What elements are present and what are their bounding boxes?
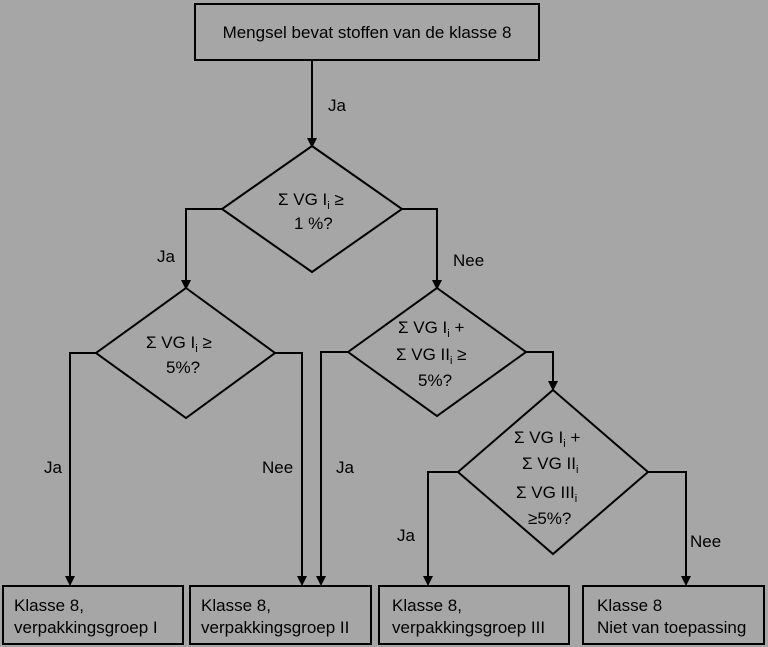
q3-line2: Σ VG IIi ≥ — [396, 345, 467, 367]
q4-line1: Σ VG Ii + — [514, 428, 580, 450]
result-vg2-line2: verpakkingsgroep II — [201, 618, 349, 637]
start-label: Mengsel bevat stoffen van de klasse 8 — [223, 23, 512, 42]
decision-q3 — [346, 286, 528, 418]
q1-line1: Σ VG Ii ≥ — [278, 190, 344, 212]
edge-q4-r4-label: Nee — [690, 532, 721, 551]
result-nvt-line1: Klasse 8 — [597, 596, 662, 615]
edge-q2-r1-label: Ja — [44, 458, 63, 477]
arrow-start-q1 — [307, 138, 317, 148]
edge-q3-r2 — [320, 351, 348, 578]
q2-line2: 5%? — [166, 358, 200, 377]
edge-q4-r3-label: Ja — [397, 526, 416, 545]
edge-q2-r2 — [275, 352, 303, 578]
result-box-vg3 — [378, 585, 570, 645]
arrow-q4-r4 — [681, 576, 691, 586]
result-box-vg2 — [189, 585, 372, 645]
result-vg1-line2: verpakkingsgroep I — [14, 618, 158, 637]
decision-q4 — [456, 388, 650, 556]
start-box — [194, 3, 540, 61]
result-nvt-line2: Niet van toepassing — [597, 618, 746, 637]
arrow-q2-r1 — [65, 576, 75, 586]
q4-line4: ≥5%? — [528, 509, 571, 528]
q3-line1: Σ VG Ii + — [398, 318, 464, 340]
arrow-q1-q3 — [432, 280, 442, 290]
q4-line3: Σ VG IIIi — [516, 483, 577, 505]
q2-line1: Σ VG Ii ≥ — [146, 333, 212, 355]
edge-q2-r2-label: Nee — [262, 458, 293, 477]
q1-line2: 1 %? — [294, 214, 333, 233]
decision-q1 — [220, 144, 404, 274]
edge-q3-r2-label: Ja — [336, 458, 355, 477]
edge-q1-q2 — [185, 208, 222, 282]
result-box-nvt — [582, 585, 765, 645]
result-vg3-line1: Klasse 8, — [392, 596, 462, 615]
result-box-vg1 — [2, 585, 184, 645]
edge-q2-r1 — [69, 352, 96, 578]
edge-q1-q2-label: Ja — [157, 247, 176, 266]
arrow-q4-r3 — [423, 576, 433, 586]
arrow-q1-q2 — [181, 280, 191, 290]
q4-line2: Σ VG IIi — [522, 454, 578, 476]
arrow-q3-r2 — [316, 576, 326, 586]
edge-q1-q3 — [402, 208, 438, 282]
q3-line3: 5%? — [418, 371, 452, 390]
result-vg2-line1: Klasse 8, — [201, 596, 271, 615]
edge-q4-r3 — [427, 471, 458, 578]
edge-q3-q4 — [526, 351, 554, 383]
edge-q4-r4 — [648, 471, 687, 578]
edge-start-q1-label: Ja — [328, 96, 347, 115]
arrow-q2-r2 — [297, 576, 307, 586]
arrow-q3-q4 — [548, 381, 558, 391]
result-vg1-line1: Klasse 8, — [14, 596, 84, 615]
result-vg3-line2: verpakkingsgroep III — [392, 618, 545, 637]
edge-q1-q3-label: Nee — [453, 251, 484, 270]
decision-q2 — [94, 286, 277, 420]
